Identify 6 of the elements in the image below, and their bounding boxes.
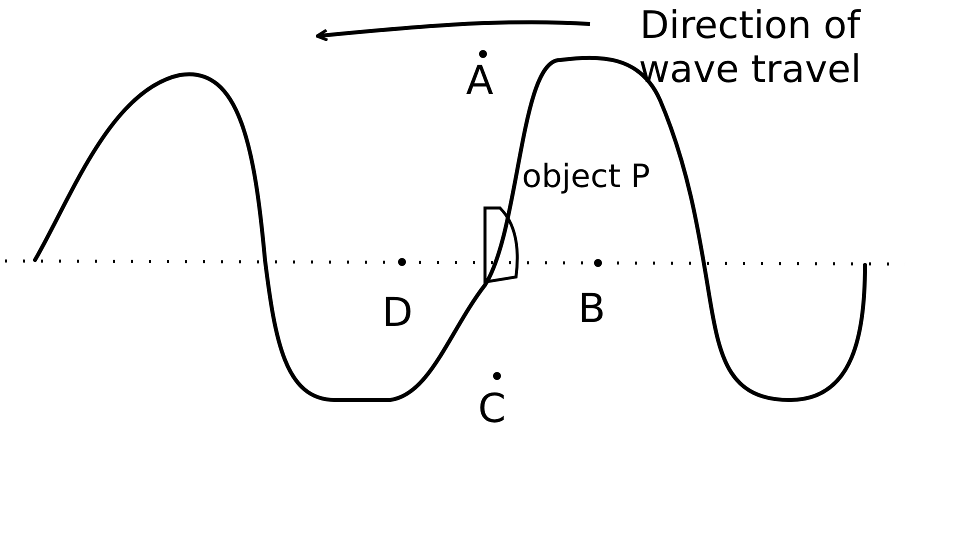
point-label: C: [478, 386, 507, 432]
object-label: object P: [522, 158, 652, 195]
direction-label: Direction of wave travel: [638, 4, 862, 92]
point-label: A: [466, 58, 494, 104]
point-label: D: [382, 290, 414, 336]
point-label: B: [578, 286, 606, 332]
